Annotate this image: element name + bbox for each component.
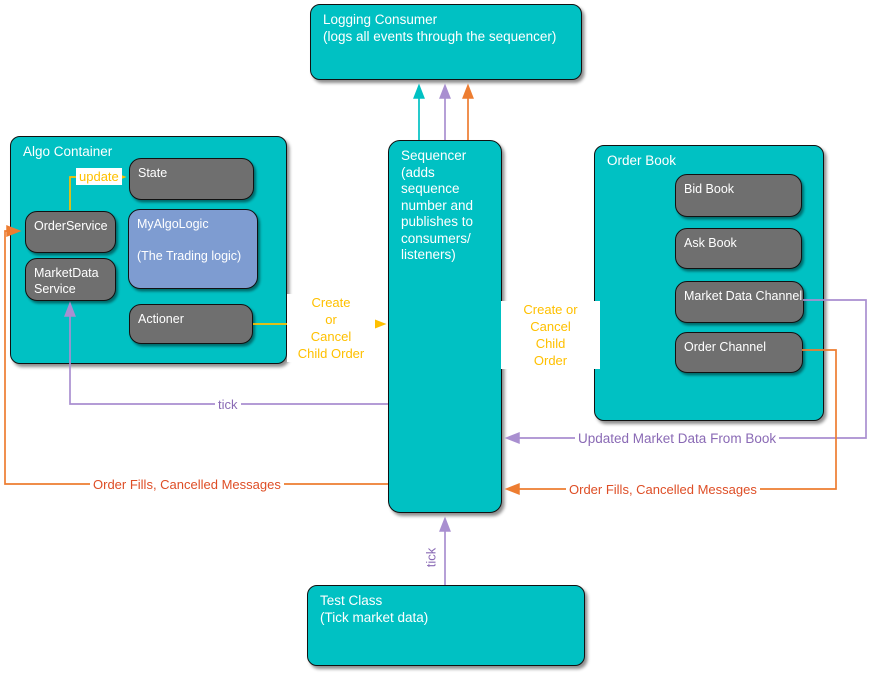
edge-label-create-or-cancel-left: Create or Cancel Child Order (287, 294, 375, 362)
my-algo-logic-label: MyAlgoLogic (137, 217, 209, 231)
logging-consumer-title: Logging Consumer (323, 12, 438, 27)
bid-book-label: Bid Book (684, 182, 735, 196)
node-order-book: Order Book Bid Book Ask Book Market Data… (594, 145, 824, 421)
node-test-class: Test Class (Tick market data) (307, 585, 585, 666)
order-book-title: Order Book (607, 153, 677, 168)
subnode-market-data-channel: Market Data Channel (675, 281, 804, 323)
subnode-state: State (129, 158, 254, 200)
subnode-my-algo-logic: MyAlgoLogic (The Trading logic) (128, 209, 258, 289)
edge-label-create-or-cancel-right: Create or Cancel Child Order (501, 301, 600, 369)
market-data-service-label: MarketData Service (34, 266, 99, 296)
subnode-actioner: Actioner (129, 304, 253, 344)
my-algo-logic-note: (The Trading logic) (137, 249, 242, 263)
order-service-label: OrderService (34, 219, 108, 233)
subnode-ask-book: Ask Book (675, 228, 802, 269)
node-logging-consumer: Logging Consumer (logs all events throug… (310, 4, 582, 80)
node-algo-container: Algo Container State OrderService MyAlgo… (10, 136, 287, 364)
edge-label-tick-vertical: tick (422, 544, 440, 571)
sequencer-title: Sequencer (401, 148, 467, 163)
subnode-order-channel: Order Channel (675, 332, 803, 373)
subnode-order-service: OrderService (25, 211, 116, 253)
market-data-channel-label: Market Data Channel (684, 289, 803, 303)
sequencer-subtitle: (adds sequence number and publishes to c… (401, 164, 474, 263)
test-class-subtitle: (Tick market data) (320, 609, 429, 625)
edge-label-tick-horizontal: tick (215, 396, 241, 413)
edge-label-update: update (76, 168, 122, 185)
subnode-market-data-service: MarketData Service (25, 258, 116, 301)
logging-consumer-subtitle: (logs all events through the sequencer) (323, 28, 557, 44)
edge-label-order-fills-right: Order Fills, Cancelled Messages (566, 481, 760, 498)
subnode-bid-book: Bid Book (675, 174, 802, 217)
actioner-label: Actioner (138, 312, 184, 326)
node-sequencer: Sequencer (adds sequence number and publ… (388, 140, 502, 513)
order-channel-label: Order Channel (684, 340, 766, 354)
state-label: State (138, 166, 168, 180)
algo-container-title: Algo Container (23, 144, 113, 159)
edge-label-updated-market-data: Updated Market Data From Book (575, 430, 780, 447)
test-class-title: Test Class (320, 593, 383, 608)
edge-label-order-fills-left: Order Fills, Cancelled Messages (90, 476, 284, 493)
ask-book-label: Ask Book (684, 236, 737, 250)
